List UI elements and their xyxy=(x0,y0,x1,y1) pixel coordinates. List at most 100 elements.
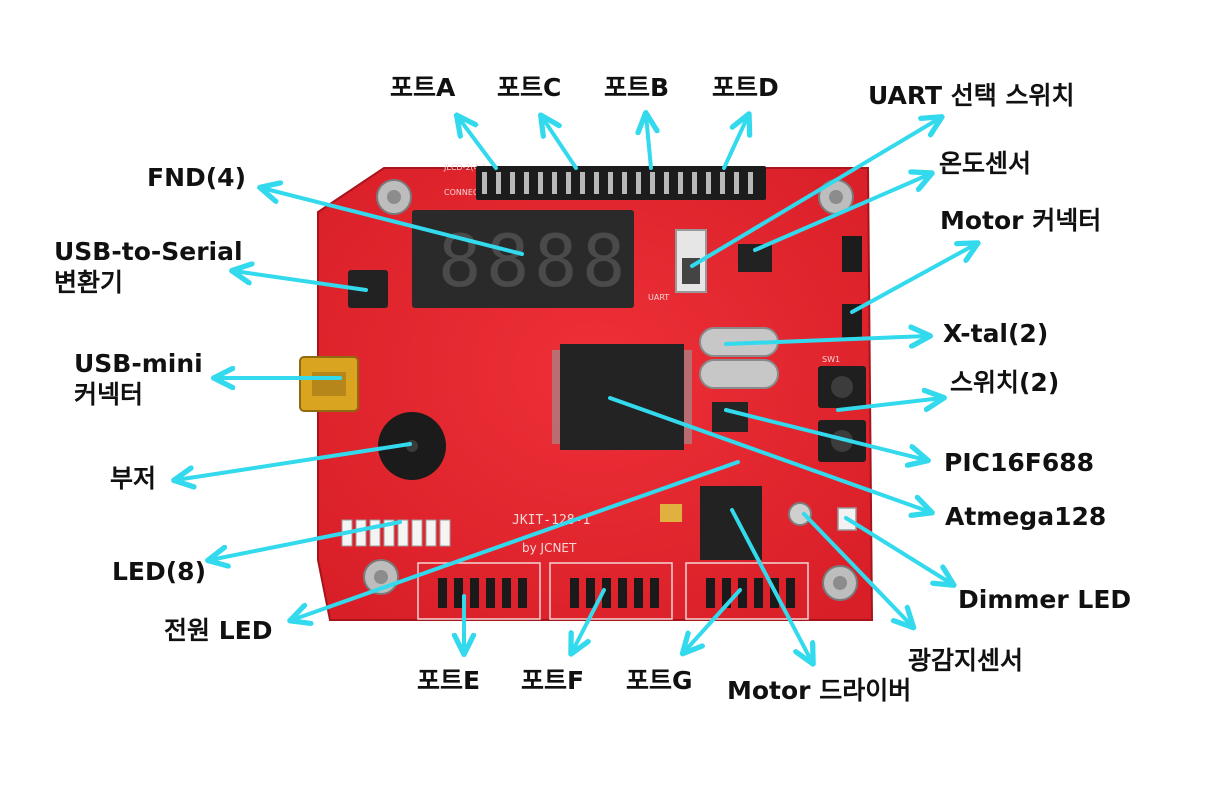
header-pin xyxy=(502,578,511,608)
arrow-port-f xyxy=(572,588,606,652)
label-usb-serial: USB-to-Serial 변환기 xyxy=(54,236,243,299)
header-pin xyxy=(510,172,515,194)
fnd-digit: 8 xyxy=(534,219,577,303)
label-fnd: FND(4) xyxy=(147,163,246,192)
label-port-c: 포트C xyxy=(497,73,562,102)
header-pin xyxy=(636,172,641,194)
label-port-a: 포트A xyxy=(390,73,456,102)
arrow-uart-switch xyxy=(690,118,940,268)
header-pin xyxy=(454,578,463,608)
header-pin xyxy=(496,172,501,194)
header-pin xyxy=(720,172,725,194)
label-port-f: 포트F xyxy=(521,666,585,695)
header-pin xyxy=(438,578,447,608)
usb-serial-chip xyxy=(348,270,388,308)
arrow-port-c xyxy=(542,117,578,170)
arrow-port-a xyxy=(458,117,498,170)
header-pin xyxy=(470,578,479,608)
silk-label: SW1 xyxy=(822,355,840,364)
atmega128-chip xyxy=(560,344,684,450)
label-buzzer: 부저 xyxy=(110,464,157,493)
label-dimmer-led: Dimmer LED xyxy=(958,585,1132,614)
label-uart-switch: UART 선택 스위치 xyxy=(868,81,1075,110)
label-usb-serial-line2: 변환기 xyxy=(54,268,124,298)
led xyxy=(397,519,409,547)
arrow-dimmer-led xyxy=(844,516,952,584)
silk-label: JLCD-2(4-1 xyxy=(443,163,487,172)
header-pin xyxy=(594,172,599,194)
led xyxy=(383,519,395,547)
arrow-motor-driver xyxy=(730,508,812,662)
header-pin xyxy=(538,172,543,194)
header-pin xyxy=(738,578,747,608)
arrow-port-g xyxy=(684,588,742,652)
top-pin-header-pins xyxy=(482,172,753,194)
header-pin xyxy=(664,172,669,194)
label-usb-mini: USB-mini 커넥터 xyxy=(74,348,203,411)
silk-label: UART xyxy=(648,293,669,302)
bottom-header-pins xyxy=(438,578,795,608)
led xyxy=(355,519,367,547)
arrow-motor-connector xyxy=(850,244,976,314)
fnd-display xyxy=(412,210,634,308)
header-pin xyxy=(734,172,739,194)
light-sensor xyxy=(788,502,812,526)
header-pin xyxy=(602,578,611,608)
fnd-digit: 8 xyxy=(486,219,529,303)
crystal-2 xyxy=(699,359,779,389)
label-usb-mini-line1: USB-mini xyxy=(74,349,203,378)
led xyxy=(439,519,451,547)
fnd-digit: 8 xyxy=(582,219,625,303)
header-pin xyxy=(552,172,557,194)
label-port-b: 포트B xyxy=(604,73,670,102)
header-pin xyxy=(692,172,697,194)
label-led8: LED(8) xyxy=(112,557,207,586)
bottom-header-frame xyxy=(417,562,541,620)
label-port-g: 포트G xyxy=(626,666,693,695)
board-maker-silk: by JCNET xyxy=(522,541,577,555)
header-pin xyxy=(706,172,711,194)
arrow-buzzer xyxy=(176,442,412,480)
label-light-sensor: 광감지센서 xyxy=(908,646,1024,675)
mounting-hole xyxy=(376,179,412,215)
arrow-port-d xyxy=(722,116,748,170)
arrow-port-b xyxy=(646,115,651,170)
label-usb-serial-line1: USB-to-Serial xyxy=(54,237,243,266)
header-pin xyxy=(580,172,585,194)
header-pin xyxy=(748,172,753,194)
label-port-e: 포트E xyxy=(417,666,481,695)
chip-pins xyxy=(684,350,692,444)
fnd-digit: 8 xyxy=(438,219,481,303)
header-pin xyxy=(566,172,571,194)
pic16f688-chip xyxy=(712,402,748,432)
silk-label: CONNECTOR xyxy=(444,188,496,197)
board-model-silk: JKIT-128-1 xyxy=(512,513,590,528)
bottom-header-frame xyxy=(549,562,673,620)
header-pin xyxy=(608,172,613,194)
label-power-led: 전원 LED xyxy=(164,616,273,645)
header-pin xyxy=(706,578,715,608)
arrow-usb-serial xyxy=(234,271,368,292)
label-port-d: 포트D xyxy=(712,73,779,102)
label-temp-sensor: 온도센서 xyxy=(939,149,1032,178)
arrow-pic xyxy=(724,408,926,460)
header-pin xyxy=(482,172,487,194)
tact-switch xyxy=(818,366,866,408)
label-motor-driver: Motor 드라이버 xyxy=(727,676,912,705)
bottom-header-frame xyxy=(685,562,809,620)
header-pin xyxy=(486,578,495,608)
arrow-switch xyxy=(836,398,942,410)
arrow-atmega xyxy=(608,396,930,512)
led xyxy=(369,519,381,547)
mounting-hole xyxy=(822,565,858,601)
label-pic: PIC16F688 xyxy=(944,448,1095,477)
arrow-temp-sensor xyxy=(753,174,930,252)
motor-connector xyxy=(842,236,862,272)
header-pin xyxy=(650,578,659,608)
arrow-led8 xyxy=(210,520,402,560)
led xyxy=(425,519,437,547)
header-pin xyxy=(650,172,655,194)
motor-connector-2 xyxy=(842,304,862,340)
